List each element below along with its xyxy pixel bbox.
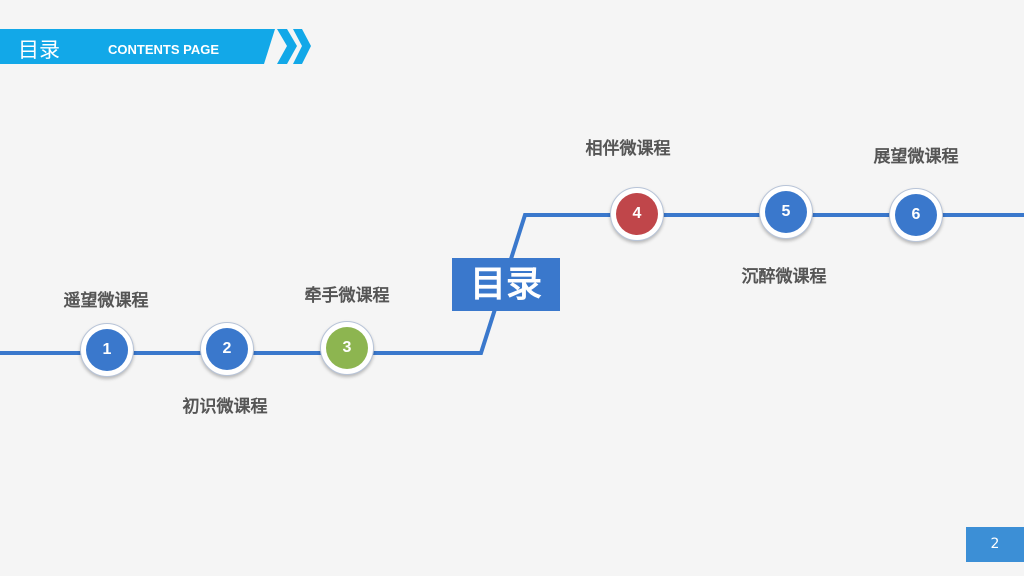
node-label: 遥望微课程 [63,291,149,311]
node-number: 5 [765,191,807,233]
node-number: 1 [86,329,128,371]
node-number: 3 [326,327,368,369]
header-banner [0,29,275,64]
node-label: 沉醉微课程 [741,267,827,287]
node-3[interactable]: 3 [320,321,374,375]
node-label: 展望微课程 [873,147,959,167]
header-title: 目录 [18,38,60,62]
node-5[interactable]: 5 [759,185,813,239]
center-title-box: 目录 [452,258,560,311]
node-2[interactable]: 2 [200,322,254,376]
page-number: 2 [966,527,1024,562]
chevron-icon [277,29,297,64]
node-number: 4 [616,193,658,235]
chevron-icon [293,29,311,64]
node-number: 6 [895,194,937,236]
node-label: 牵手微课程 [304,286,390,306]
node-label: 初识微课程 [182,397,268,417]
header-subtitle: CONTENTS PAGE [108,42,219,57]
node-1[interactable]: 1 [80,323,134,377]
node-label: 相伴微课程 [585,139,671,159]
node-number: 2 [206,328,248,370]
node-6[interactable]: 6 [889,188,943,242]
node-4[interactable]: 4 [610,187,664,241]
